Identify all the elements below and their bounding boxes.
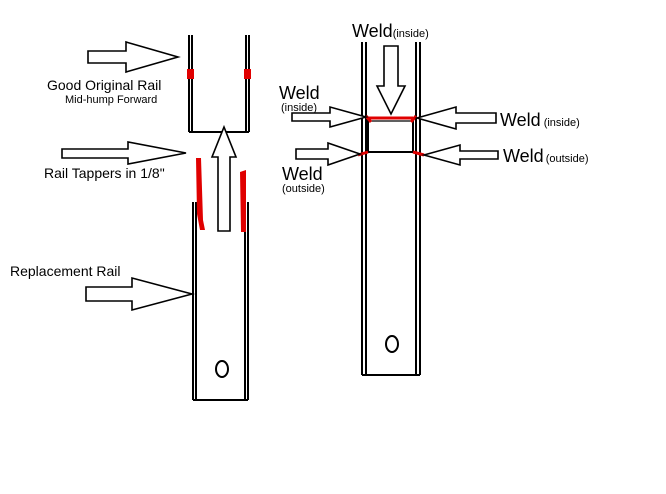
upper-right-weld-bead	[409, 115, 418, 123]
weld-lower-left-qualifier: (outside)	[282, 183, 325, 195]
right-rails	[361, 42, 421, 376]
replacement-rail-label: Replacement Rail	[10, 263, 121, 279]
weld-lower-left-label: Weld	[282, 164, 323, 184]
taper-mark-left	[196, 158, 205, 230]
weld-mark-left-rail	[187, 69, 194, 79]
taper-mark-right	[240, 170, 246, 232]
right-diagram	[291, 42, 499, 376]
weld-upper-left-qualifier: (inside)	[281, 102, 317, 114]
good-rail-sublabel: Mid-hump Forward	[65, 94, 157, 106]
weld-lower-right-label: Weld(outside)	[503, 146, 588, 166]
mounting-hole	[215, 360, 229, 378]
good-original-rail	[188, 35, 250, 133]
weld-upper-right-label: Weld(inside)	[500, 110, 580, 130]
replacement-rail-arrow	[85, 276, 196, 312]
weld-lower-left-arrow	[295, 141, 363, 167]
insert-up-arrow	[210, 124, 238, 232]
weld-upper-right-arrow	[414, 105, 497, 131]
weld-mark-right-rail	[244, 69, 251, 79]
good-rail-label: Good Original Rail	[47, 77, 161, 93]
left-diagram	[61, 35, 251, 401]
weld-lower-right-arrow	[421, 143, 499, 167]
taper-arrow	[61, 141, 187, 165]
weld-upper-left-arrow	[291, 105, 369, 129]
weld-top-arrow	[375, 45, 407, 116]
replacement-rail	[192, 202, 249, 401]
lower-right-weld-bead	[412, 150, 425, 157]
taper-label: Rail Tappers in 1/8"	[44, 165, 165, 181]
weld-upper-left-label: Weld	[279, 83, 320, 103]
good-rail-arrow	[87, 40, 181, 74]
weld-insert-block	[367, 117, 414, 153]
right-mounting-hole	[385, 335, 399, 353]
weld-top-label: Weld(inside)	[352, 21, 429, 41]
